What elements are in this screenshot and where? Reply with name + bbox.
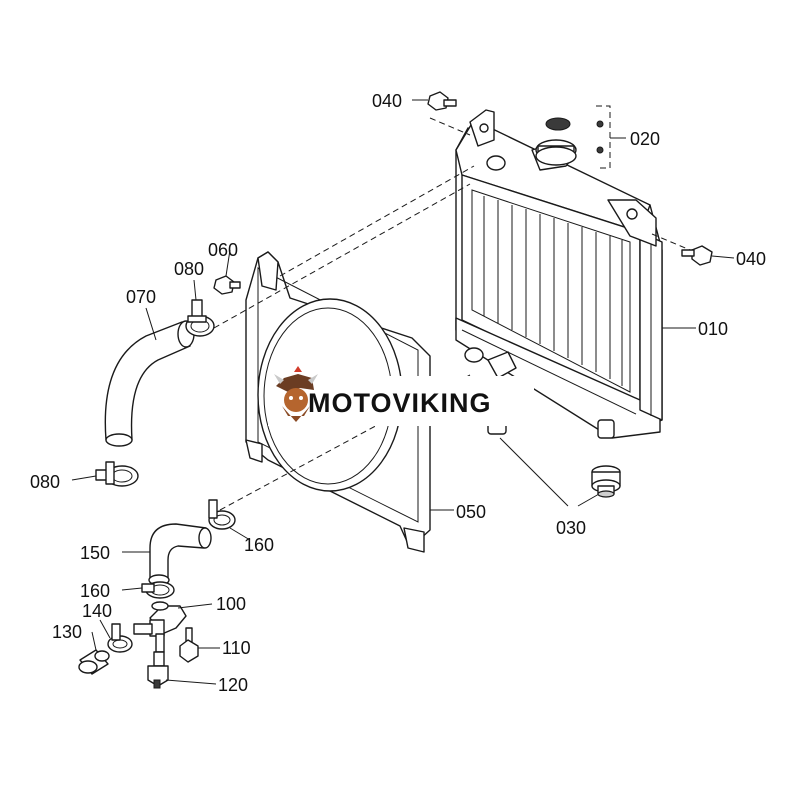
label-080-bottom: 080 [30, 472, 60, 492]
label-010: 010 [698, 319, 728, 339]
label-080-top: 080 [174, 259, 204, 279]
lower-hose-150 [148, 523, 212, 586]
hose-clamp-080-top [185, 299, 215, 337]
mount-rubber-030 [591, 465, 621, 498]
upper-hose-070 [104, 320, 195, 447]
label-100: 100 [216, 594, 246, 614]
fitting-100 [133, 601, 187, 653]
hose-clamp-160-upper [208, 499, 236, 530]
bolt-040-top [427, 91, 457, 111]
label-120: 120 [218, 675, 248, 695]
drain-cock-120 [147, 651, 169, 689]
label-150: 150 [80, 543, 110, 563]
label-130: 130 [52, 622, 82, 642]
label-070: 070 [126, 287, 156, 307]
label-040-right: 040 [736, 249, 766, 269]
label-160-right: 160 [244, 535, 274, 555]
radiator-010 [455, 109, 663, 439]
brand-logo: MOTOVIKING [268, 366, 534, 426]
label-040-top: 040 [372, 91, 402, 111]
label-140: 140 [82, 601, 112, 621]
hose-clamp-080-bottom [95, 461, 139, 487]
viking-mascot-icon [274, 366, 318, 422]
bolt-040-right [681, 245, 713, 266]
bolt-060 [213, 275, 241, 295]
hose-clamp-140 [107, 623, 133, 653]
label-110: 110 [222, 638, 251, 658]
label-160-left: 160 [80, 581, 110, 601]
label-060: 060 [208, 240, 238, 260]
hose-130 [78, 649, 110, 675]
hose-clamp-160-lower [141, 581, 175, 599]
label-030: 030 [556, 518, 586, 538]
bolt-110 [179, 627, 199, 663]
radiator-cap-020 [535, 117, 604, 166]
label-020: 020 [630, 129, 660, 149]
brand-wordmark: MOTOVIKING [308, 388, 492, 418]
label-050: 050 [456, 502, 486, 522]
